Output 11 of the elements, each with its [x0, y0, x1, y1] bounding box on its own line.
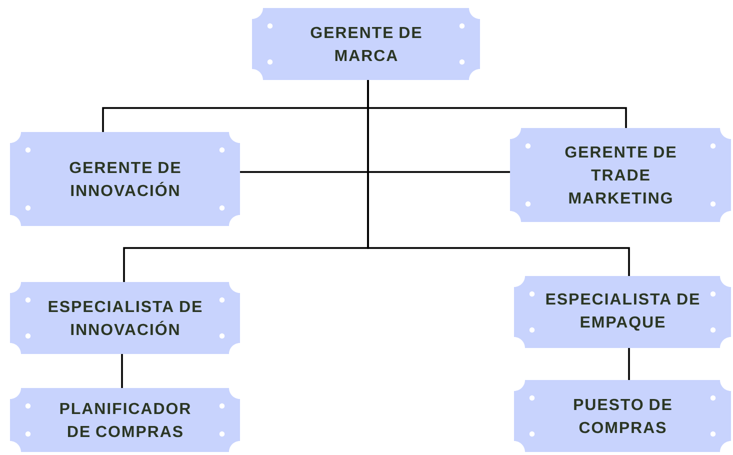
title-box: GERENTE DE TRADE MARKETING	[510, 128, 731, 222]
title-box: GERENTE DE INNOVACIÓN	[10, 132, 240, 226]
connector-line	[628, 348, 630, 380]
title-box: ESPECIALISTA DE INNOVACIÓN	[10, 282, 240, 354]
title-box: ESPECIALISTA DE EMPAQUE	[514, 276, 731, 348]
title-box: PUESTO DE COMPRAS	[514, 380, 731, 452]
connector-line	[121, 354, 123, 388]
title-box: GERENTE DE MARCA	[252, 8, 480, 80]
connector-line	[240, 171, 510, 173]
connector-line	[367, 80, 630, 276]
title-box: PLANIFICADOR DE COMPRAS	[10, 388, 240, 452]
